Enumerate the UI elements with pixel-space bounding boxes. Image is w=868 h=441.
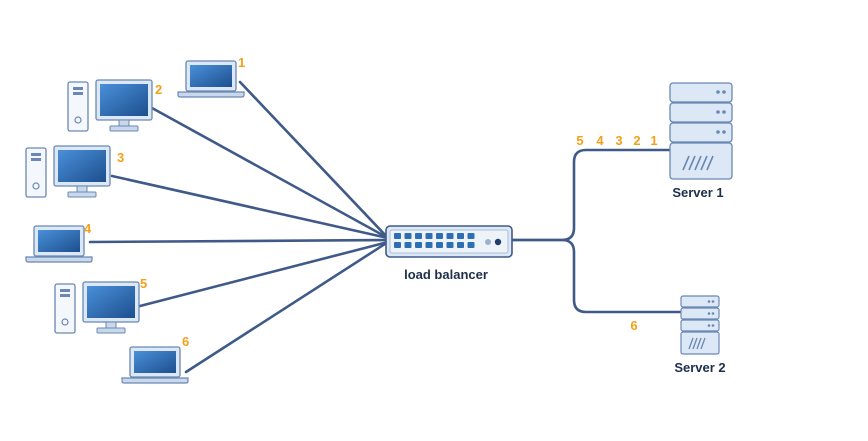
server-rack-icon <box>680 295 720 355</box>
client-number: 4 <box>84 221 92 236</box>
switch-port <box>467 242 475 248</box>
switch-port <box>457 233 464 239</box>
switch-port <box>425 233 433 239</box>
link-server-1 <box>510 148 672 242</box>
switch-port <box>404 233 412 239</box>
link-client-2 <box>150 106 390 240</box>
desktop-computer-icon <box>25 145 111 198</box>
request-number: 5 <box>576 133 583 148</box>
link-client-4 <box>88 238 390 244</box>
load-balancer: load balancer <box>385 225 513 282</box>
client-5: 5 <box>54 276 147 334</box>
server-2-label: Server 2 <box>674 360 725 375</box>
client-6: 6 <box>121 334 189 384</box>
request-number: 1 <box>650 133 657 148</box>
client-3: 3 <box>25 145 124 198</box>
link-server-2 <box>510 238 682 314</box>
server-1-label: Server 1 <box>672 185 723 200</box>
switch-port <box>446 233 454 239</box>
server-2-request-queue: 6 <box>630 318 637 333</box>
server-rack-icon <box>669 82 733 180</box>
switch-port <box>404 242 412 248</box>
switch-port <box>436 233 443 239</box>
client-number: 5 <box>140 276 147 291</box>
switch-port <box>415 242 422 248</box>
desktop-computer-icon <box>67 79 153 132</box>
request-number: 3 <box>615 133 622 148</box>
load-balancer-label: load balancer <box>404 267 488 282</box>
request-number: 4 <box>596 133 604 148</box>
link-client-3 <box>110 174 390 240</box>
client-number: 3 <box>117 150 124 165</box>
connections <box>88 80 682 374</box>
client-number: 1 <box>238 55 245 70</box>
request-number: 2 <box>633 133 640 148</box>
client-1: 1 <box>177 55 245 98</box>
link-client-5 <box>138 240 390 308</box>
switch-port <box>415 233 422 239</box>
switch-port <box>436 242 443 248</box>
switch-port <box>394 233 401 239</box>
laptop-icon <box>25 225 93 263</box>
server-1-request-queue: 5 4 3 2 1 <box>576 133 657 148</box>
link-client-1 <box>238 80 390 240</box>
server-1: Server 1 5 4 3 2 1 <box>576 82 733 200</box>
switch-port <box>467 233 475 239</box>
switch-port <box>446 242 454 248</box>
client-number: 2 <box>155 82 162 97</box>
client-2: 2 <box>67 79 162 132</box>
desktop-computer-icon <box>54 281 140 334</box>
switch-port <box>457 242 464 248</box>
link-client-6 <box>184 240 390 374</box>
client-4: 4 <box>25 221 93 263</box>
laptop-icon <box>177 60 245 98</box>
server-2: Server 2 6 <box>630 295 726 375</box>
network-switch-icon <box>385 225 513 258</box>
switch-port <box>394 242 401 248</box>
request-number: 6 <box>630 318 637 333</box>
switch-port <box>425 242 433 248</box>
client-number: 6 <box>182 334 189 349</box>
laptop-icon <box>121 346 189 384</box>
